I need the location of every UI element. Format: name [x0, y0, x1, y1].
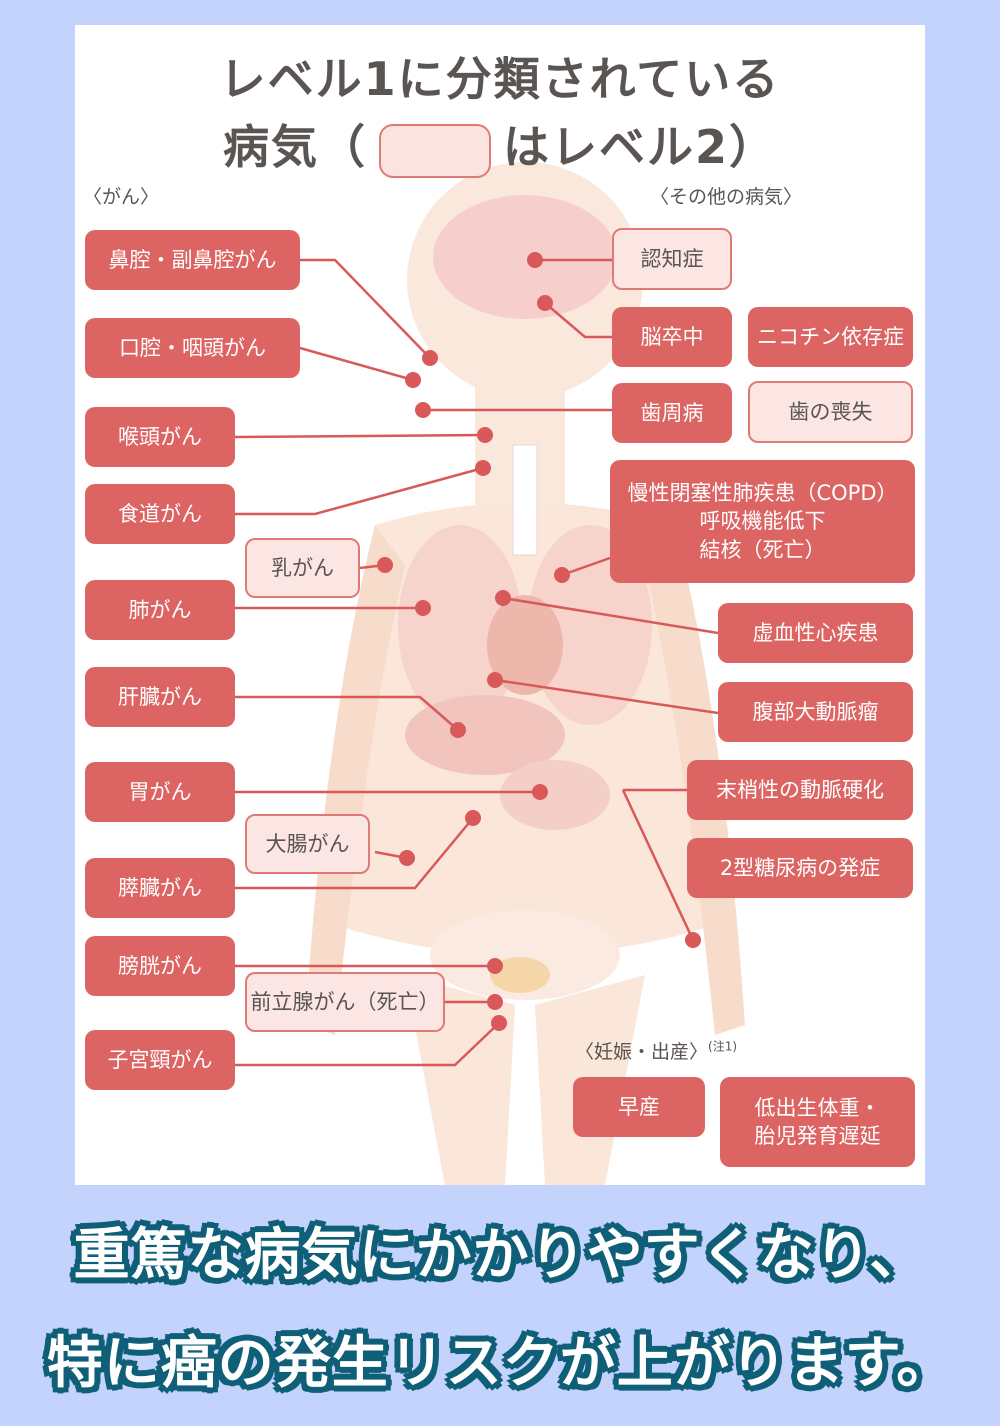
- title-suffix: はレベル2）: [502, 120, 777, 174]
- pregnancy-label-text: 〈妊娠・出産〉: [575, 1041, 709, 1063]
- cancer-bladder: 膀胱がん: [85, 936, 235, 996]
- section-label-pregnancy: 〈妊娠・出産〉(注1): [575, 1037, 737, 1064]
- cancer-lung: 肺がん: [85, 580, 235, 640]
- cancer-esophagus: 食道がん: [85, 484, 235, 544]
- other-peripheral-arteriosclerosis: 末梢性の動脈硬化: [687, 760, 913, 820]
- level2-legend-swatch: [378, 123, 491, 178]
- cancer-cervical: 子宮頸がん: [85, 1030, 235, 1090]
- footer-caption-line2: 特に癌の発生リスクが上がります。: [46, 1331, 954, 1396]
- copd-line3: 結核（死亡）: [699, 537, 826, 562]
- page-title-line1: レベル1に分類されている: [219, 52, 781, 106]
- other-type2-diabetes: 2型糖尿病の発症: [687, 838, 913, 898]
- low-birth-weight-line2: 胎児発育遅延: [754, 1124, 881, 1148]
- other-tooth-loss: 歯の喪失: [748, 381, 913, 443]
- copd-line2: 呼吸機能低下: [699, 509, 826, 534]
- cancer-stomach: 胃がん: [85, 762, 235, 822]
- section-label-cancer: 〈がん〉: [83, 186, 160, 208]
- section-label-other: 〈その他の病気〉: [650, 186, 803, 208]
- other-abdominal-aortic-aneurysm: 腹部大動脈瘤: [718, 682, 913, 742]
- title-prefix: 病気（: [222, 120, 367, 174]
- pregnancy-note: (注1): [708, 1039, 738, 1054]
- other-dementia: 認知症: [612, 228, 732, 290]
- other-stroke: 脳卒中: [612, 307, 732, 367]
- cancer-colorectal: 大腸がん: [245, 814, 370, 874]
- other-ischemic-heart: 虚血性心疾患: [718, 603, 913, 663]
- other-copd: 慢性閉塞性肺疾患（COPD） 呼吸機能低下 結核（死亡）: [610, 460, 915, 583]
- cancer-breast: 乳がん: [245, 538, 360, 598]
- page-title-line2: 病気（ はレベル2）: [75, 111, 925, 178]
- pregnancy-low-birth-weight: 低出生体重・ 胎児発育遅延: [720, 1077, 915, 1167]
- body-illustration-icon: [234, 162, 745, 1185]
- cancer-liver: 肝臓がん: [85, 667, 235, 727]
- cancer-pancreas: 膵臓がん: [85, 858, 235, 918]
- low-birth-weight-line1: 低出生体重・: [754, 1095, 881, 1120]
- cancer-oral-pharynx: 口腔・咽頭がん: [85, 318, 300, 378]
- pregnancy-preterm-birth: 早産: [573, 1077, 705, 1137]
- diagram-panel: レベル1に分類されている 病気（ はレベル2） 〈がん〉 〈その他の病気〉 〈妊娠…: [75, 25, 925, 1185]
- footer-caption-line1: 重篤な病気にかかりやすくなり、: [73, 1223, 927, 1288]
- copd-line1: 慢性閉塞性肺疾患（COPD）: [627, 480, 898, 505]
- other-nicotine-dependence: ニコチン依存症: [748, 307, 913, 367]
- cancer-nasal: 鼻腔・副鼻腔がん: [85, 230, 300, 290]
- cancer-prostate: 前立腺がん（死亡）: [245, 972, 445, 1032]
- cancer-larynx: 喉頭がん: [85, 407, 235, 467]
- other-periodontal: 歯周病: [612, 383, 732, 443]
